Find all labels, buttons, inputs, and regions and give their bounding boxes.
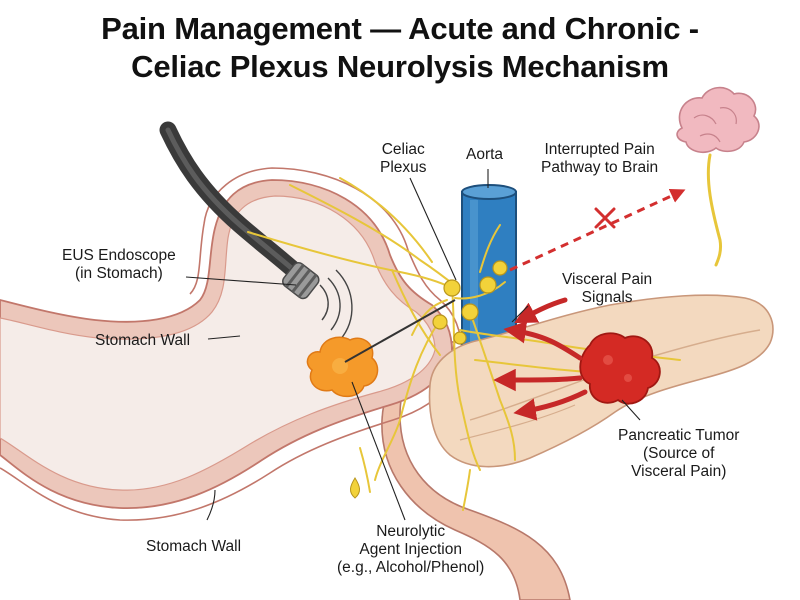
label-neurolytic-injection: Neurolytic Agent Injection (e.g., Alcoho… [337,523,484,577]
label-neurolytic-line2: Agent Injection [359,541,462,558]
title-line-2: Celiac Plexus Neurolysis Mechanism [131,49,669,84]
label-neurolytic-line1: Neurolytic [376,523,446,540]
x-mark-icon [594,207,616,229]
pancreatic-tumor [579,332,661,405]
label-visceral-pain-line2: Signals [581,289,633,306]
label-pancreatic-tumor: Pancreatic Tumor (Source of Visceral Pai… [618,427,739,481]
label-pancreatic-tumor-line1: Pancreatic Tumor [618,427,740,444]
injection-needle [344,299,456,363]
label-stomach-wall-upper: Stomach Wall [95,332,190,350]
label-celiac-plexus-line2: Plexus [380,159,427,176]
eus-endoscope [159,121,353,341]
label-stomach-wall-lower-text: Stomach Wall [146,538,242,555]
label-pancreatic-tumor-line3: Visceral Pain) [631,463,727,480]
label-celiac-plexus: Celiac Plexus [380,141,427,177]
label-eus-endoscope: EUS Endoscope (in Stomach) [62,247,176,283]
label-pancreatic-tumor-line2: (Source of [642,445,715,462]
visceral-pain-arrows [493,297,588,421]
label-interrupted-pathway-line1: Interrupted Pain [544,141,655,158]
label-eus-endoscope-line2: (in Stomach) [74,265,163,282]
interrupted-pathway-arrow [509,188,686,272]
label-interrupted-pathway-line2: Pathway to Brain [541,159,659,176]
label-aorta: Aorta [466,146,503,164]
brain-icon [676,86,760,267]
leader-lines [185,169,641,521]
stomach [0,167,463,521]
label-visceral-pain-line1: Visceral Pain [562,271,653,288]
label-eus-endoscope-line1: EUS Endoscope [62,247,176,264]
label-visceral-pain-signals: Visceral Pain Signals [562,271,652,307]
label-neurolytic-line3: (e.g., Alcohol/Phenol) [337,559,485,576]
label-aorta-text: Aorta [466,146,504,163]
stomach-lumen [0,195,436,491]
page-title: Pain Management — Acute and Chronic - Ce… [0,10,800,86]
title-line-1: Pain Management — Acute and Chronic - [101,11,699,46]
label-interrupted-pathway: Interrupted Pain Pathway to Brain [541,141,658,177]
label-stomach-wall-upper-text: Stomach Wall [95,332,191,349]
label-stomach-wall-lower: Stomach Wall [146,538,241,556]
nerve-drop [350,477,360,499]
celiac-ganglia [432,260,508,345]
label-celiac-plexus-line1: Celiac [381,141,425,158]
